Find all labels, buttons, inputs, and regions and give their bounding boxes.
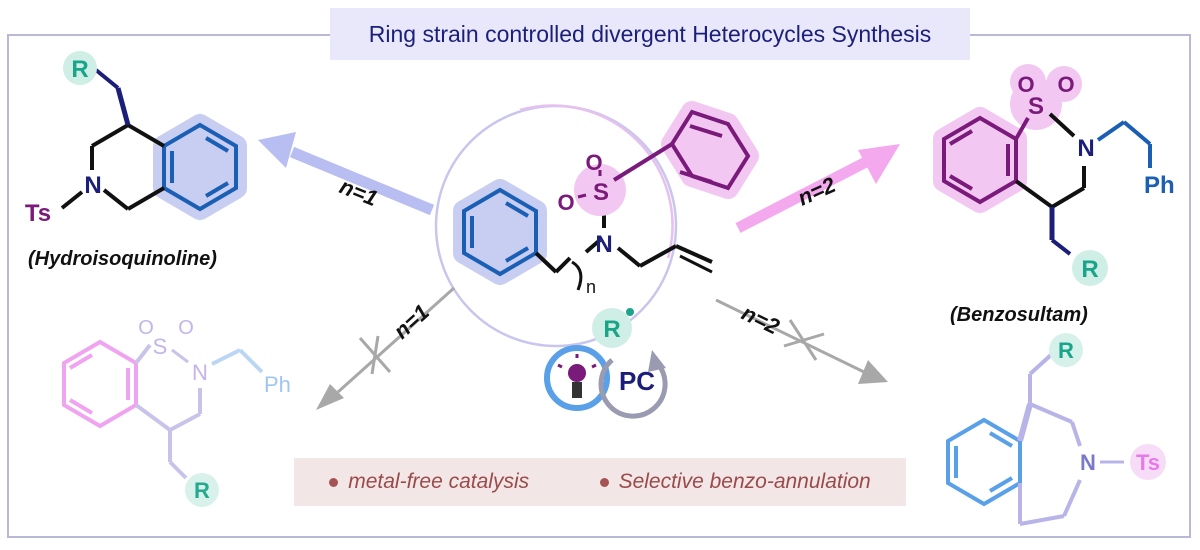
substrate-o1-label: O — [585, 150, 602, 175]
photocatalysis-group: R PC — [544, 308, 668, 419]
bullet-icon — [599, 477, 609, 487]
br-ts-label: Ts — [1136, 450, 1160, 475]
substrate-subscript: n — [586, 277, 596, 297]
arrow-bottom-left-blocked: n=1 — [316, 286, 456, 410]
bl-o2-label: O — [178, 317, 194, 339]
feature-text: metal-free catalysis — [348, 470, 530, 493]
br-n-label: N — [1080, 450, 1096, 475]
substrate-structure: n N S O O — [453, 101, 759, 297]
features-bar: metal-free catalysis Selective benzo-ann… — [294, 458, 906, 506]
feature-item: Selective benzo-annulation — [599, 470, 871, 494]
arrow-top-right: n=2 — [735, 144, 900, 233]
right-o2-label: O — [1057, 72, 1074, 97]
left-r-label: R — [71, 56, 88, 83]
radical-r-label: R — [603, 316, 620, 343]
lightbulb-icon — [557, 354, 597, 398]
arrow-top-left: n=1 — [258, 132, 435, 216]
radical-dot — [626, 308, 634, 316]
arrow-bottom-right-label: n=2 — [738, 300, 784, 340]
feature-item: metal-free catalysis — [329, 470, 529, 494]
arrow-top-left-label: n=1 — [336, 173, 381, 211]
bullet-icon — [329, 477, 339, 487]
right-o1-label: O — [1017, 72, 1034, 97]
scheme-title: Ring strain controlled divergent Heteroc… — [368, 20, 932, 47]
br-r-label: R — [1058, 338, 1074, 363]
scheme-title-box: Ring strain controlled divergent Heteroc… — [330, 8, 970, 60]
bottom-left-benzosultam-structure: S O O N Ph R — [62, 317, 291, 507]
photocatalyst-label: PC — [619, 366, 655, 396]
bl-n-label: N — [192, 360, 208, 385]
substrate-o2-label: O — [557, 190, 574, 215]
bl-o1-label: O — [138, 317, 154, 339]
substrate-s-label: S — [593, 179, 609, 206]
left-ts-label: Ts — [25, 200, 51, 227]
hydroisoquinoline-structure: R N Ts — [25, 51, 247, 227]
bl-s-label: S — [153, 334, 168, 359]
r-group-circle — [63, 51, 97, 85]
right-product-caption: (Benzosultam) — [950, 304, 1088, 326]
left-product-caption: (Hydroisoquinoline) — [28, 248, 217, 270]
feature-text: Selective benzo-annulation — [618, 470, 871, 493]
right-r-label: R — [1081, 256, 1098, 283]
light-ring — [544, 345, 610, 411]
benzosultam-structure: S O O N Ph R — [933, 64, 1175, 286]
right-s-label: S — [1028, 93, 1044, 120]
pink-arc — [519, 104, 674, 259]
bl-ph-label: Ph — [264, 372, 291, 397]
left-n-label: N — [84, 172, 101, 199]
right-n-label: N — [1077, 135, 1094, 162]
arrow-bottom-left-label: n=1 — [389, 299, 434, 343]
substrate-n-label: N — [595, 231, 612, 258]
bl-r-label: R — [194, 478, 210, 503]
arrow-bottom-right-blocked: n=2 — [715, 298, 888, 384]
right-ph-label: Ph — [1144, 172, 1175, 199]
bottom-right-benzazepine-structure: N Ts R — [946, 333, 1166, 526]
cycle-arrow — [598, 358, 668, 419]
